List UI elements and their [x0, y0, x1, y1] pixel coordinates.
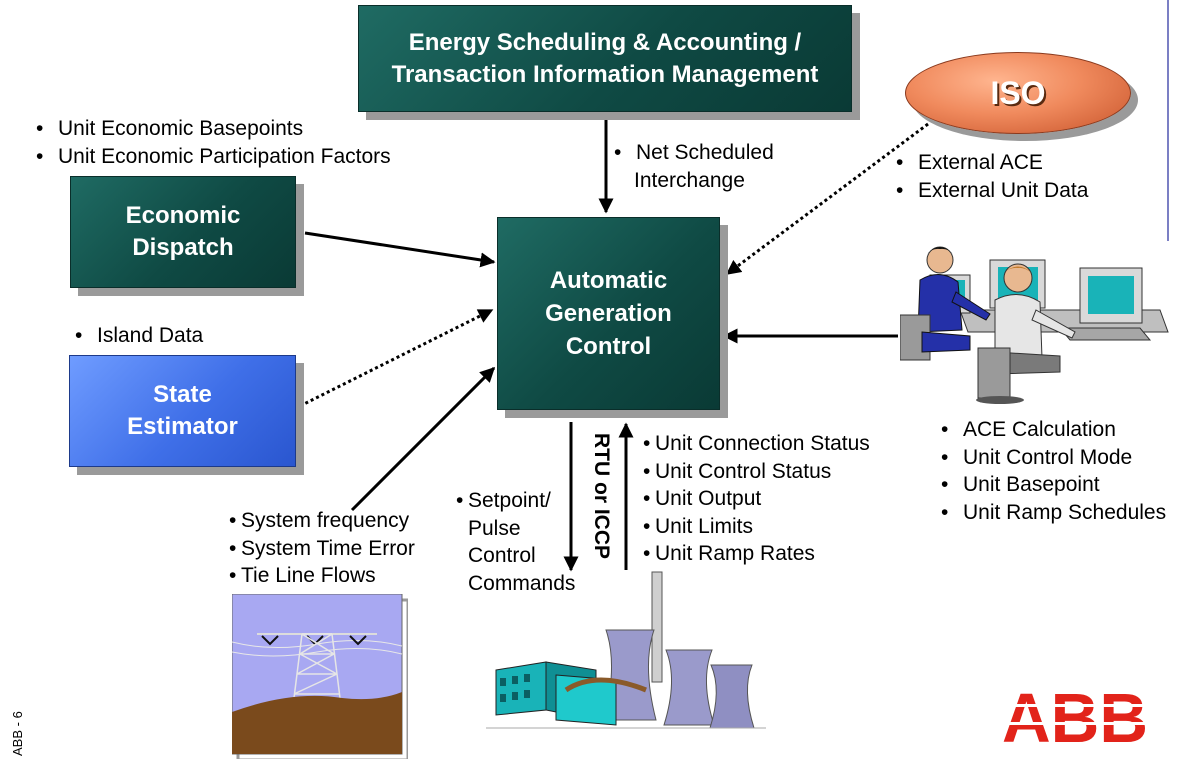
- list-item: Unit Control Status: [643, 458, 870, 486]
- economic-dispatch-inputs: Unit Economic Basepoints Unit Economic P…: [36, 115, 391, 170]
- iso-ellipse: ISO: [905, 52, 1131, 134]
- list-item: Tie Line Flows: [229, 562, 415, 590]
- iso-label: ISO: [990, 74, 1046, 111]
- list-item: System frequency: [229, 507, 415, 535]
- economic-dispatch-label: Economic Dispatch: [125, 202, 241, 261]
- state-estimator-label: State Estimator: [127, 381, 238, 440]
- agc-box: Automatic Generation Control: [497, 217, 720, 410]
- energy-scheduling-label: Energy Scheduling & Accounting / Transac…: [391, 28, 819, 88]
- list-item: Island Data: [75, 322, 203, 350]
- island-data-list: Island Data: [75, 322, 203, 350]
- list-item: Unit Connection Status: [643, 430, 870, 458]
- list-item: System Time Error: [229, 535, 415, 563]
- list-item: Unit Limits: [643, 513, 870, 541]
- svg-text:ABB: ABB: [1002, 686, 1148, 748]
- economic-dispatch-box: Economic Dispatch: [70, 176, 296, 288]
- setpoint-commands-label: •Setpoint/ Pulse Control Commands: [456, 489, 576, 595]
- unit-status-list: Unit Connection Status Unit Control Stat…: [643, 430, 870, 568]
- arrow-economic-dispatch: [304, 231, 496, 268]
- list-item: External Unit Data: [896, 177, 1088, 205]
- net-scheduled-label: •Net Scheduled Interchange: [614, 141, 774, 192]
- energy-scheduling-box: Energy Scheduling & Accounting / Transac…: [358, 5, 852, 112]
- power-plant-icon: [486, 571, 766, 729]
- rtu-iccp-label: RTU or ICCP: [590, 433, 613, 559]
- list-item: Unit Control Mode: [941, 444, 1166, 472]
- agc-label: Automatic Generation Control: [545, 267, 672, 360]
- arrow-system-measurements: [350, 366, 496, 512]
- state-estimator-box: State Estimator: [69, 355, 296, 467]
- operator-outputs: ACE Calculation Unit Control Mode Unit B…: [941, 416, 1166, 526]
- system-measurements-list: System frequency System Time Error Tie L…: [229, 507, 415, 590]
- list-item: Unit Economic Basepoints: [36, 115, 391, 143]
- list-item: External ACE: [896, 149, 1088, 177]
- page-number-label: ABB - 6: [10, 711, 25, 756]
- iso-inputs: External ACE External Unit Data: [896, 149, 1088, 204]
- list-item: Unit Output: [643, 485, 870, 513]
- arrow-state-estimator: [299, 308, 494, 408]
- list-item: ACE Calculation: [941, 416, 1166, 444]
- abb-logo: ABB: [1000, 686, 1150, 748]
- list-item: Unit Economic Participation Factors: [36, 143, 391, 171]
- list-item: Unit Ramp Rates: [643, 540, 870, 568]
- list-item: Unit Ramp Schedules: [941, 499, 1166, 527]
- list-item: Unit Basepoint: [941, 471, 1166, 499]
- transmission-tower-icon: [232, 594, 408, 759]
- operators-at-workstations-icon: [900, 246, 1169, 404]
